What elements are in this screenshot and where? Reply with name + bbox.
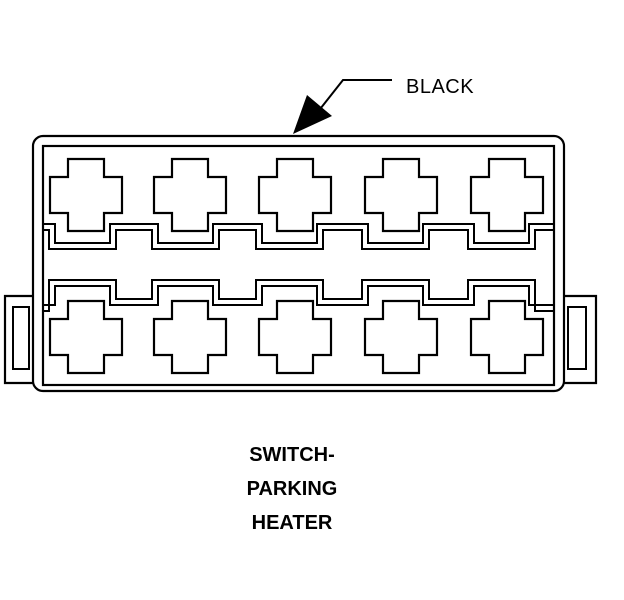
lower-cavity-row xyxy=(48,299,545,375)
left-latch xyxy=(3,294,33,385)
caption-line-1: SWITCH- xyxy=(249,444,335,466)
connector-housing-outer xyxy=(31,134,566,393)
right-latch xyxy=(564,294,598,385)
pin-cavity-top-1 xyxy=(48,157,124,233)
lower-row-divider xyxy=(43,279,554,312)
pin-cavity-bottom-4 xyxy=(363,299,439,375)
upper-cavity-row xyxy=(48,157,545,233)
pin-cavity-top-5 xyxy=(469,157,545,233)
callout-leader xyxy=(293,79,392,134)
color-label: BLACK xyxy=(406,76,475,98)
pin-cavity-top-4 xyxy=(363,157,439,233)
pin-cavity-bottom-5 xyxy=(469,299,545,375)
pin-cavity-top-2 xyxy=(152,157,228,233)
pin-cavity-bottom-1 xyxy=(48,299,124,375)
caption-line-2: PARKING xyxy=(246,478,338,500)
pin-cavity-bottom-2 xyxy=(152,299,228,375)
upper-row-divider xyxy=(43,223,554,250)
caption-line-3: HEATER xyxy=(251,512,333,534)
connector-housing-inner xyxy=(41,144,556,387)
pin-cavity-bottom-3 xyxy=(257,299,333,375)
pin-cavity-top-3 xyxy=(257,157,333,233)
